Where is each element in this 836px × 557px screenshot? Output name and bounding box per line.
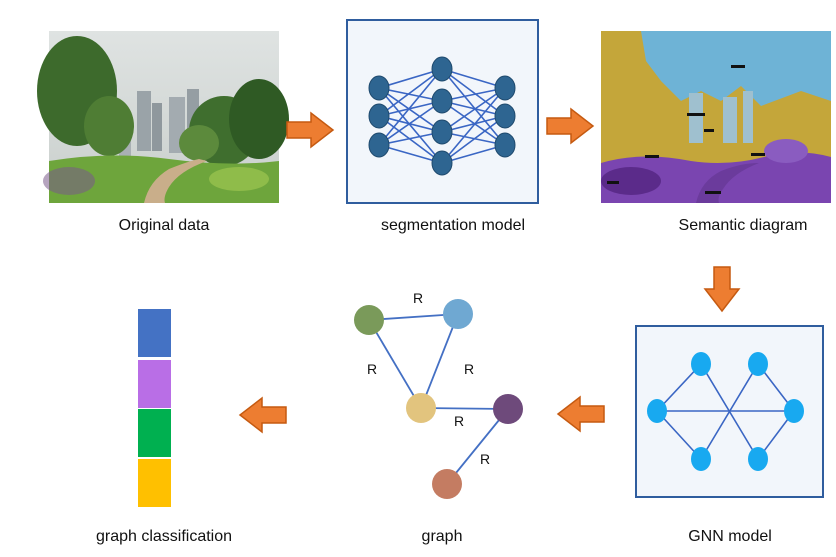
nn-edge	[441, 144, 506, 164]
graph-edge-label: R	[413, 290, 423, 306]
nn-node	[368, 132, 390, 158]
nn-edge	[378, 115, 443, 133]
nn-edge	[378, 115, 443, 164]
graph-edge-label: R	[454, 413, 464, 429]
nn-node	[431, 88, 453, 114]
graph-edge-label: R	[464, 361, 474, 377]
nn-edge	[441, 100, 506, 117]
nn-node	[431, 119, 453, 145]
graph-node	[354, 305, 384, 335]
flow-arrow	[286, 111, 335, 149]
graph-classification-label: graph classification	[95, 528, 233, 545]
nn-node	[494, 75, 516, 101]
gnn-node	[784, 399, 804, 423]
gnn-node	[691, 447, 711, 471]
nn-edge	[378, 68, 443, 117]
nn-edge	[441, 87, 506, 133]
nn-edge	[378, 68, 443, 146]
nn-edge	[378, 87, 443, 102]
graph-label: graph	[421, 528, 463, 545]
nn-edge	[441, 87, 506, 164]
nn-node	[494, 103, 516, 129]
nn-edge	[441, 87, 506, 102]
graph-node	[406, 393, 436, 423]
graph-edge-label: R	[367, 361, 377, 377]
nn-edge	[378, 87, 443, 164]
nn-edge	[378, 131, 443, 146]
class-bar	[138, 360, 171, 408]
graph-edge	[446, 408, 509, 485]
nn-edge	[378, 68, 443, 89]
gnn-node	[748, 447, 768, 471]
gnn-edge	[700, 363, 759, 460]
nn-edge	[441, 115, 506, 164]
nn-node	[431, 150, 453, 176]
nn-edge	[441, 115, 506, 133]
nn-node	[431, 56, 453, 82]
nn-edge	[378, 100, 443, 146]
graph-node	[432, 469, 462, 499]
flow-arrow	[238, 396, 287, 434]
graph-node	[443, 299, 473, 329]
nn-node	[368, 75, 390, 101]
segmentation-model-label: segmentation model	[380, 217, 526, 234]
nn-edge	[378, 144, 443, 164]
nn-edge	[441, 131, 506, 146]
gnn-model-label: GNN model	[688, 528, 772, 545]
nn-edge	[441, 68, 506, 117]
original-data-label: Original data	[118, 217, 210, 234]
nn-node	[368, 103, 390, 129]
graph-edge	[420, 313, 459, 409]
flow-arrow	[556, 395, 605, 433]
nn-edge	[441, 68, 506, 89]
semantic-diagram-label: Semantic diagram	[678, 217, 808, 234]
nn-edge	[441, 100, 506, 146]
graph-edge	[368, 319, 422, 409]
nn-edge	[378, 100, 443, 117]
flow-arrow	[703, 266, 741, 313]
gnn-node	[691, 352, 711, 376]
nn-edge	[441, 68, 506, 146]
class-bar	[138, 309, 171, 357]
class-bar	[138, 409, 171, 457]
class-bar	[138, 459, 171, 507]
gnn-node	[647, 399, 667, 423]
gnn-node	[748, 352, 768, 376]
graph-node	[493, 394, 523, 424]
nn-edge	[378, 87, 443, 133]
nn-node	[494, 132, 516, 158]
graph-edge-label: R	[480, 451, 490, 467]
flow-arrow	[546, 107, 595, 145]
